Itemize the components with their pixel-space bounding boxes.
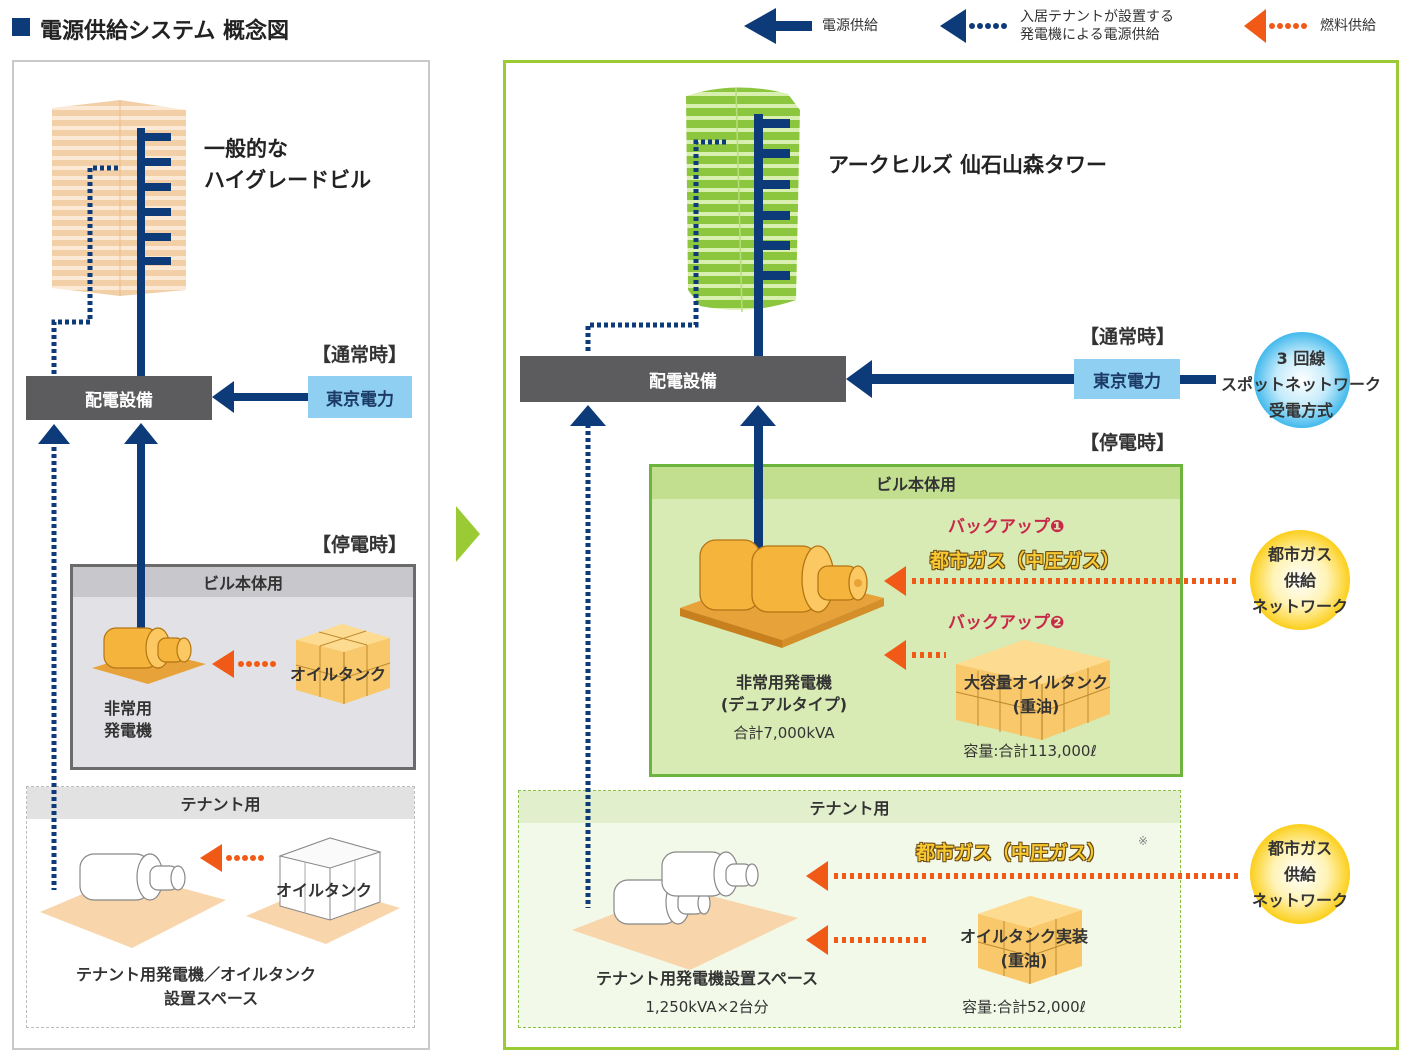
backup-1-label: バックアップ❶ xyxy=(948,517,1065,537)
left-tenant-head: テナント用 xyxy=(27,787,414,819)
tenant-gas-fuel-arrow xyxy=(806,861,1238,891)
backup-2-label: バックアップ❷ xyxy=(948,613,1065,633)
spot-network-glow xyxy=(1254,332,1350,428)
legend-fuel-label: 燃料供給 xyxy=(1320,18,1376,34)
left-oil-tank-icon xyxy=(295,624,391,704)
tenant-oil-tank-icon xyxy=(977,896,1083,984)
big-oil-tank-icon xyxy=(955,640,1111,740)
legend-power-label: 電源供給 xyxy=(822,18,878,34)
left-building-label-2: ハイグレードビル xyxy=(204,168,372,192)
legend-power-arrow-icon xyxy=(744,8,812,44)
tenant-tank-label-2: (重油) xyxy=(1000,951,1048,970)
big-tank-label-1: 大容量オイルタンク xyxy=(963,673,1108,692)
right-generator-label-1: 非常用発電機 xyxy=(735,673,832,692)
tenant-tank-label-1: オイルタンク実装 xyxy=(959,927,1088,946)
gas-network-glow-2 xyxy=(1250,824,1350,924)
right-building-use-head: ビル本体用 xyxy=(652,467,1180,499)
spot-network-line-1: 3 回線 xyxy=(1276,349,1326,368)
legend-arrows xyxy=(744,8,1307,44)
left-tenant-space-label-1: テナント用発電機／オイルタンク xyxy=(76,965,317,984)
chevron-right-icon xyxy=(456,506,480,562)
spot-network-line-3: 受電方式 xyxy=(1268,401,1333,420)
right-tepco-box: 東京電力 xyxy=(1074,359,1180,399)
legend-tenant-label-2: 発電機による電源供給 xyxy=(1020,27,1160,43)
left-tenant-oil-tank-label: オイルタンク xyxy=(276,881,373,900)
tenant-capacity: 1,250kVA×2台分 xyxy=(645,998,769,1016)
legend-fuel-arrow-icon xyxy=(1244,9,1307,43)
right-outage-label: 【停電時】 xyxy=(1080,432,1176,454)
left-distribution-box: 配電設備 xyxy=(26,376,212,420)
left-outage-label: 【停電時】 xyxy=(312,534,408,556)
city-gas-label: 都市ガス（中圧ガス） xyxy=(930,550,1121,572)
big-tank-capacity: 容量:合計113,000ℓ xyxy=(963,742,1097,760)
tenant-oil-fuel-arrow xyxy=(806,925,930,955)
left-fuel-arrow xyxy=(212,650,276,678)
title-marker xyxy=(12,18,30,36)
right-building-label: アークヒルズ 仙石山森タワー xyxy=(828,153,1108,177)
legend-tenant-arrow-icon xyxy=(940,9,1007,43)
left-building-use-head: ビル本体用 xyxy=(73,567,413,597)
left-building-icon xyxy=(52,100,186,296)
left-generator-label-1: 非常用 xyxy=(104,699,153,718)
left-tenant-space-label-2: 設置スペース xyxy=(164,989,259,1008)
spot-network-line-2: スポットネットワーク xyxy=(1220,375,1381,394)
left-generator-label-2: 発電機 xyxy=(104,721,153,740)
big-tank-label-2: (重油) xyxy=(1012,697,1060,716)
page-title: 電源供給システム 概念図 xyxy=(40,19,290,44)
tenant-city-gas-label: 都市ガス（中圧ガス） xyxy=(916,842,1107,864)
tenant-tank-capacity: 容量:合計52,000ℓ xyxy=(962,998,1086,1016)
left-normal-label: 【通常時】 xyxy=(312,344,408,366)
left-oil-tank-label: オイルタンク xyxy=(290,665,387,684)
left-tenant-generator-icon xyxy=(40,853,226,948)
left-building-label-1: 一般的な xyxy=(204,137,288,161)
tenant-gas-network-line-2: 供給 xyxy=(1283,865,1316,884)
left-tenant-fuel-arrow xyxy=(200,844,264,872)
right-generator-icon xyxy=(680,539,884,648)
tenant-gas-network-line-1: 都市ガス xyxy=(1267,839,1332,858)
right-tenant-generator-icon xyxy=(572,851,798,970)
left-tepco-box: 東京電力 xyxy=(308,376,412,418)
legend-tenant-label-1: 入居テナントが設置する xyxy=(1020,9,1174,25)
right-generator-total: 合計7,000kVA xyxy=(733,724,835,742)
gas-network-line-2: 供給 xyxy=(1283,571,1316,590)
tenant-space-label: テナント用発電機設置スペース xyxy=(595,969,819,988)
right-distribution-box: 配電設備 xyxy=(520,356,846,402)
gas-network-line-1: 都市ガス xyxy=(1267,545,1332,564)
right-generator-label-2: (デュアルタイプ) xyxy=(720,695,848,714)
left-tenant-box xyxy=(26,786,415,1028)
right-building-icon xyxy=(686,87,800,313)
gas-network-line-3: ネットワーク xyxy=(1251,597,1348,616)
gas-network-glow-1 xyxy=(1250,530,1350,630)
left-tenant-tank-icon xyxy=(246,837,400,944)
right-normal-label: 【通常時】 xyxy=(1080,326,1176,348)
tenant-gas-network-line-3: ネットワーク xyxy=(1251,891,1348,910)
left-generator-icon xyxy=(92,627,206,684)
right-tenant-head: テナント用 xyxy=(519,791,1180,823)
oil-fuel-arrow xyxy=(884,640,946,670)
gas-fuel-arrow-1 xyxy=(884,566,1238,596)
tenant-gas-note: ※ xyxy=(1138,834,1149,848)
